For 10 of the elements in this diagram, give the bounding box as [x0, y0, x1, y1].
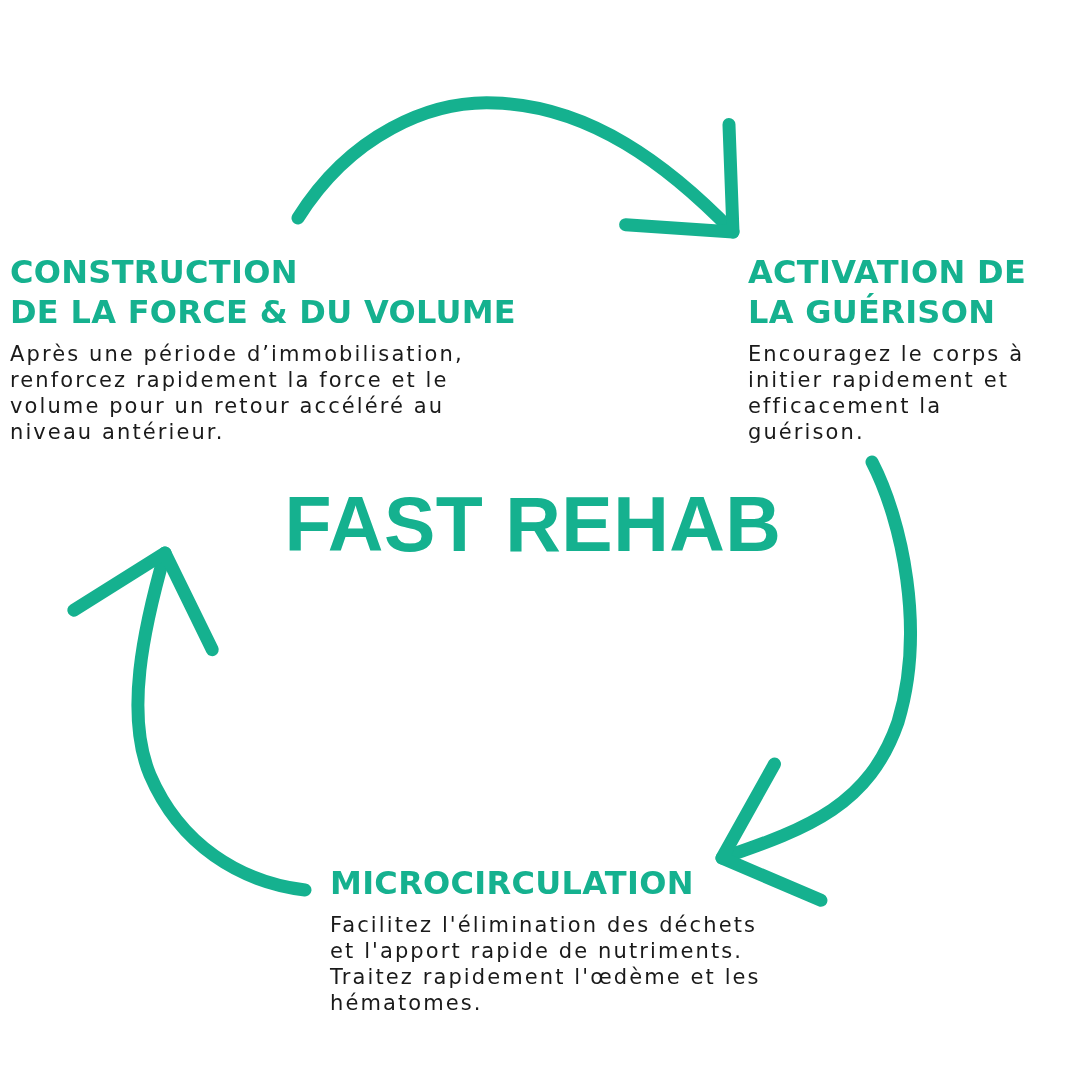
- step-description: Encouragez le corps à initier rapidement et efficacement la guérison.: [748, 341, 1026, 445]
- step-description: Après une période d’immobilisation, renforcez rapidement la force et le volume pour un retour accéléré au niveau antérieur.: [10, 341, 465, 445]
- step-heading: MICROCIRCULATION: [330, 863, 694, 903]
- diagram-title: FAST REHAB: [284, 486, 782, 563]
- curved-arrow: [67, 546, 312, 897]
- curved-arrow: [715, 455, 917, 907]
- step-heading: ACTIVATION DE LA GUÉRISON: [748, 252, 1027, 332]
- curved-arrow: [291, 96, 740, 239]
- step-description: Facilitez l'élimination des déchets et l'apport rapide de nutriments. Traitez rapidement l'œdème et les hématomes.: [330, 912, 762, 1016]
- step-heading: CONSTRUCTION DE LA FORCE & DU VOLUME: [10, 252, 517, 332]
